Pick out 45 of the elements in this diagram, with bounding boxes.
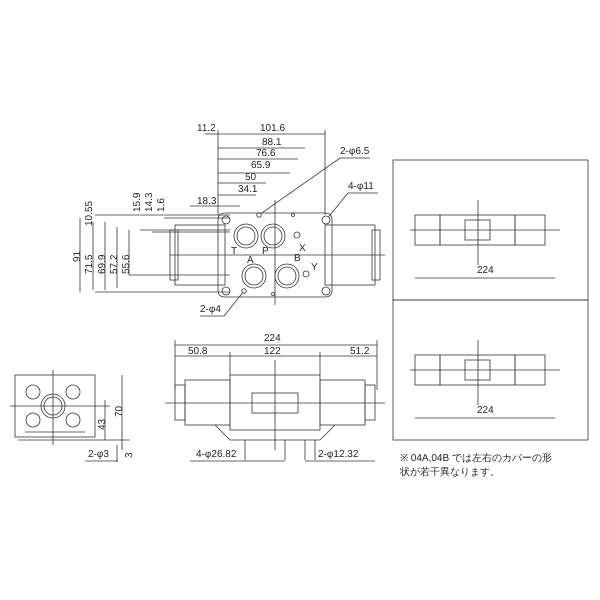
dimension-value: 224	[477, 265, 494, 276]
leader-line	[200, 292, 243, 316]
port-label: B	[294, 253, 301, 264]
dimension-value: 34.1	[238, 184, 258, 195]
callout-label: 2-φ6.5	[340, 146, 370, 157]
dimension-value: 4-φ26.82	[196, 449, 236, 460]
dimension-value: 55.6	[121, 254, 132, 274]
callout-label: 4-φ11	[348, 181, 374, 192]
dimension-value: 76.6	[256, 148, 276, 159]
dimension-value: 65.9	[251, 160, 270, 171]
dimension-value: 69.9	[97, 254, 108, 274]
mounting-hole	[322, 216, 330, 224]
port-label: A	[247, 255, 254, 266]
dimension-value: 50	[245, 172, 256, 183]
dimension-value: 224	[264, 333, 281, 344]
dimension-value: 10.55	[84, 200, 95, 226]
dimension-value: 88.1	[262, 137, 282, 148]
leader-line	[328, 192, 378, 217]
dimension-value: 57.2	[109, 254, 120, 274]
port-label: T	[231, 246, 238, 257]
dimension-value: 2-φ12.32	[318, 449, 358, 460]
dimension-value: 43	[97, 418, 108, 430]
port-label: P	[262, 246, 269, 257]
dimension-value: 1.6	[156, 198, 167, 212]
dimension-value: 50.8	[188, 346, 208, 357]
mounting-hole	[241, 288, 247, 294]
callout-label: 2-φ4	[200, 304, 221, 315]
dimension-value: 51.2	[350, 346, 370, 357]
dimension-value: 101.6	[260, 123, 286, 134]
dimension-value: 18.3	[197, 196, 216, 207]
mounting-hole	[256, 212, 262, 218]
dimension-value: 15.9	[132, 192, 143, 212]
port-label: Y	[311, 262, 318, 273]
leader-line	[260, 158, 370, 214]
port-label: X	[299, 243, 306, 254]
dimension-value: 70	[114, 406, 125, 417]
dimension-value: 91	[72, 250, 83, 262]
dimension-value: 122	[264, 346, 281, 357]
dimension-value: 11.2	[197, 123, 216, 134]
dimension-value: 3	[124, 452, 135, 458]
dimension-value: 224	[477, 405, 494, 416]
note-text: ※ 04A,04B では左右のカバーの形状が若干異なります。	[400, 452, 553, 480]
dimension-value: 71.5	[84, 254, 95, 274]
dimension-value: 14.3	[144, 192, 155, 212]
dimension-value: 2-φ3	[88, 449, 109, 460]
